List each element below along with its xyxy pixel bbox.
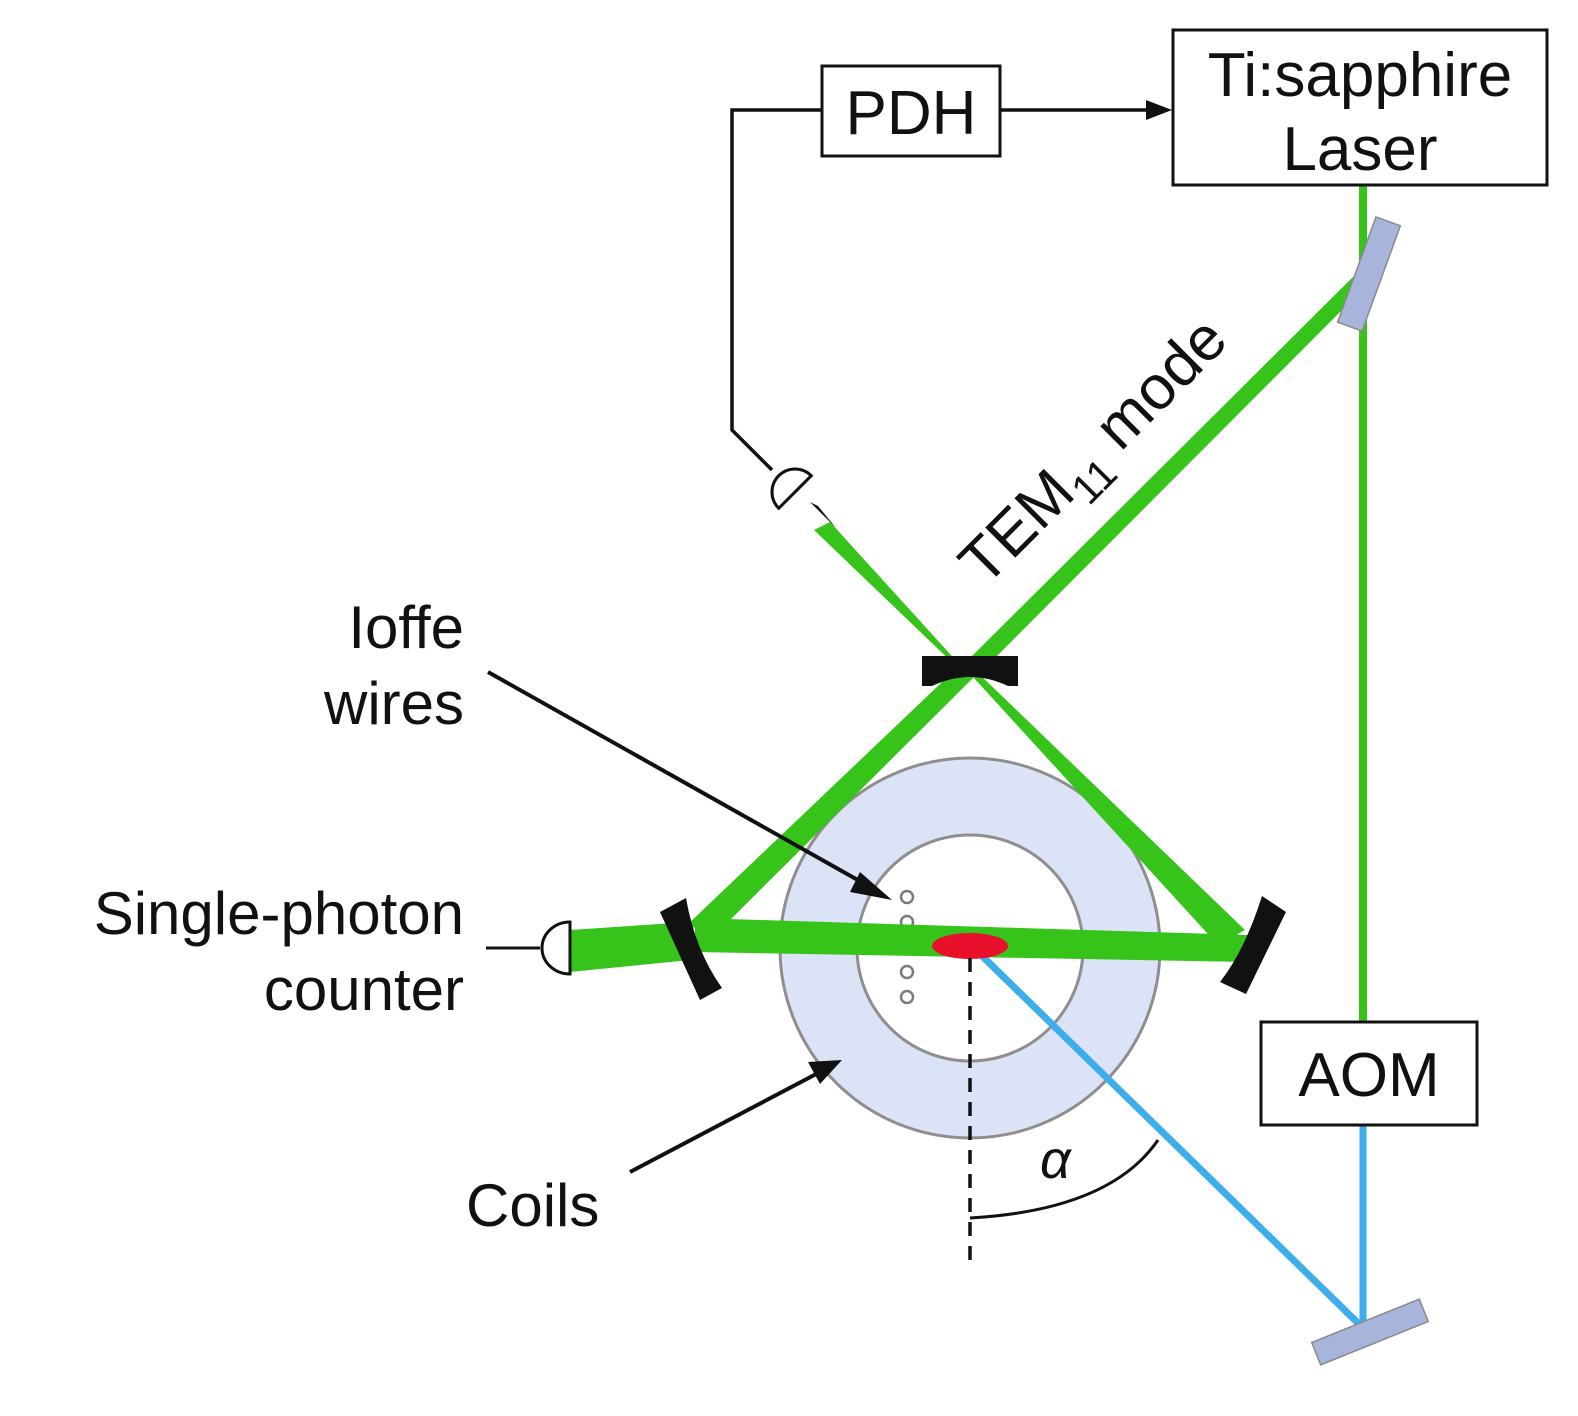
ioffe-label-line1: Ioffe <box>348 594 464 661</box>
ioffe-label-line2: wires <box>323 670 464 737</box>
pdh-to-laser-arrowhead <box>1146 100 1172 120</box>
steering-mirror-top <box>1336 215 1402 333</box>
aom-box: AOM <box>1259 1020 1479 1127</box>
coils-pointer-arrowhead <box>808 1060 842 1084</box>
pdh-photodiode-icon <box>770 467 814 511</box>
spc-label-line2: counter <box>264 956 464 1023</box>
angle-alpha-arc <box>969 1139 1160 1220</box>
single-photon-detector-icon <box>486 920 572 976</box>
atom-cloud <box>932 933 1008 959</box>
tem-mode-label: TEM11 mode <box>946 304 1248 606</box>
cavity-mirrors <box>660 656 1286 1000</box>
pdh-label: PDH <box>846 79 977 148</box>
alpha-label: α <box>1040 1130 1073 1190</box>
coils-pointer-line <box>629 1070 821 1174</box>
blue-beam <box>973 947 1367 1331</box>
laser-label-line2: Laser <box>1282 115 1437 184</box>
laser-label-line1: Ti:sapphire <box>1208 41 1512 110</box>
steering-mirror-bottom <box>1310 1298 1430 1366</box>
coils-label: Coils <box>466 1172 599 1239</box>
laser-box: Ti:sapphire Laser <box>1171 28 1549 187</box>
photodiode-arrowhead <box>810 502 836 528</box>
spc-label-line1: Single-photon <box>94 880 464 947</box>
cavity-mirror-right <box>1220 896 1286 994</box>
ioffe-pointer-arrowhead <box>850 872 892 900</box>
cavity-mirror-left <box>660 898 722 1000</box>
pdh-box: PDH <box>820 64 1002 158</box>
cavity-mirror-top <box>922 656 1018 686</box>
pdh-feedback-wires <box>730 108 1158 472</box>
ioffe-pointer-line <box>487 670 873 890</box>
aom-label: AOM <box>1298 1041 1439 1110</box>
green-beams <box>570 185 1370 1022</box>
